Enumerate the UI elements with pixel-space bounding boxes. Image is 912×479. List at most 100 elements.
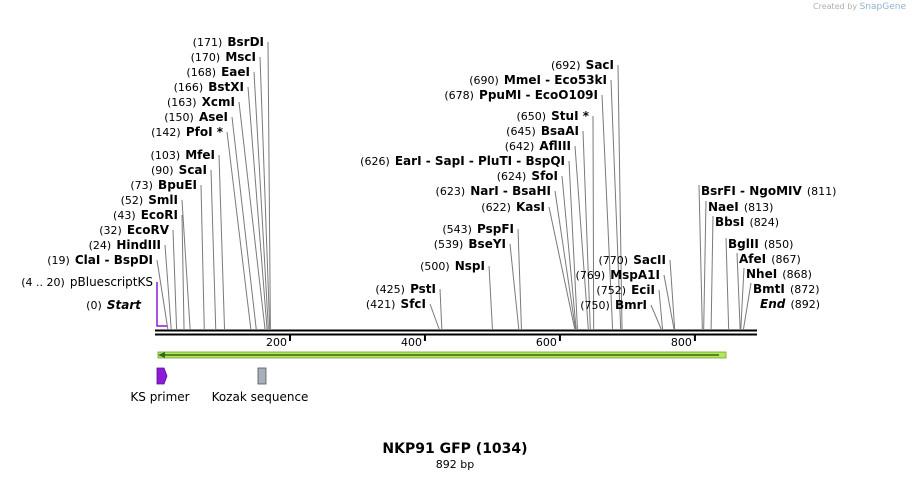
- site-name: BstXI: [208, 80, 244, 94]
- site-label-mfei: (103) MfeI: [151, 144, 215, 163]
- site-connector: [253, 71, 269, 330]
- site-label-naei: NaeI (813): [708, 196, 773, 215]
- site-label-end: End (892): [760, 293, 820, 312]
- site-connector: [226, 131, 252, 330]
- site-name: NaeI: [708, 200, 739, 214]
- credit-line: Created by SnapGene: [813, 2, 906, 12]
- site-position: (678): [444, 89, 474, 102]
- site-name: StuI *: [551, 109, 590, 123]
- site-label-nspi: (500) NspI: [420, 255, 485, 274]
- site-position: (90): [151, 164, 174, 177]
- site-position: (103): [151, 149, 181, 162]
- site-name: End: [760, 297, 786, 311]
- site-connector-layer: [156, 41, 752, 330]
- top-strand: [155, 329, 757, 332]
- site-position: (623): [436, 185, 466, 198]
- site-connector: [181, 199, 191, 330]
- snapgene-logo: SnapGene: [859, 2, 906, 12]
- site-label-afliii: (642) AflIII: [505, 135, 571, 154]
- site-label-afei: AfeI (867): [739, 248, 801, 267]
- site-name: NarI - BsaHI: [470, 184, 551, 198]
- site-connector: [740, 267, 745, 330]
- site-position: (0): [86, 299, 102, 312]
- backbone: [155, 329, 757, 336]
- site-connector: [736, 252, 741, 330]
- site-label-bmti: BmtI (872): [753, 278, 820, 297]
- site-position: (32): [99, 224, 122, 237]
- site-connector: [617, 64, 623, 330]
- site-position: (692): [551, 59, 581, 72]
- site-connector: [548, 206, 576, 330]
- site-position: (171): [193, 36, 223, 49]
- ruler-tick-label: 600: [536, 336, 557, 349]
- site-position: (622): [481, 201, 511, 214]
- site-position: (626): [360, 155, 390, 168]
- site-connector: [164, 244, 172, 330]
- site-label-clai-bspdi: (19) ClaI - BspDI: [47, 249, 153, 268]
- site-position: (24): [89, 239, 112, 252]
- site-connector: [568, 160, 578, 330]
- site-position: (813): [744, 201, 774, 214]
- site-name: BsrDI: [227, 35, 264, 49]
- site-name: AfeI: [739, 252, 766, 266]
- site-label-sfci: (421) SfcI: [366, 293, 426, 312]
- site-label-ppumi-ecoo109i: (678) PpuMI - EcoO109I: [444, 84, 598, 103]
- site-label-bsrdi: (171) BsrDI: [193, 31, 264, 50]
- site-position: (543): [442, 223, 472, 236]
- site-name: SacII: [633, 253, 666, 267]
- ruler-tick-label: 200: [266, 336, 287, 349]
- site-position: (142): [151, 126, 181, 139]
- site-position: (867): [771, 253, 801, 266]
- primer-connector: [156, 282, 167, 327]
- site-connector: [517, 228, 522, 330]
- site-name: pBluescriptKS: [70, 275, 153, 289]
- site-name: AseI: [199, 110, 228, 124]
- site-position: (811): [807, 185, 837, 198]
- site-label-mspa1i: (769) MspA1I: [576, 264, 660, 283]
- site-name: NspI: [455, 259, 485, 273]
- site-label-bpuei: (73) BpuEI: [130, 174, 197, 193]
- kozak-label: Kozak sequence: [212, 390, 309, 404]
- site-connector: [574, 145, 589, 330]
- site-connector: [582, 130, 591, 330]
- site-connector: [554, 190, 576, 330]
- site-position: (769): [576, 269, 606, 282]
- site-name: EcoRI: [141, 208, 178, 222]
- site-label-mmei-eco53ki: (690) MmeI - Eco53kI: [469, 69, 607, 88]
- site-connector: [710, 215, 714, 330]
- site-position: (500): [420, 260, 450, 273]
- site-connector: [592, 115, 595, 330]
- site-connector: [267, 41, 271, 330]
- site-position: (824): [749, 216, 779, 229]
- site-label-sfoi: (624) SfoI: [497, 165, 558, 184]
- site-name: EarI - SapI - PluTI - BspQI: [395, 154, 565, 168]
- site-label-nhei: NheI (868): [746, 263, 812, 282]
- site-name: NheI: [746, 267, 777, 281]
- site-label-nari-bsahi: (623) NarI - BsaHI: [436, 180, 551, 199]
- site-connector: [698, 184, 703, 330]
- site-position: (868): [782, 268, 812, 281]
- site-name: BbsI: [715, 215, 744, 229]
- site-connector: [601, 94, 614, 330]
- kozak-feature: [257, 367, 267, 385]
- site-connector: [743, 282, 752, 330]
- site-label-sacii: (770) SacII: [599, 249, 666, 268]
- site-position: (750): [580, 299, 610, 312]
- site-name: BseYI: [468, 237, 506, 251]
- site-name: HindIII: [116, 238, 161, 252]
- credit-prefix: Created by: [813, 2, 858, 11]
- site-position: (168): [186, 66, 216, 79]
- site-label-hindiii: (24) HindIII: [89, 234, 161, 253]
- site-position: (850): [764, 238, 794, 251]
- site-position: (624): [497, 170, 527, 183]
- site-name: MmeI - Eco53kI: [504, 73, 607, 87]
- site-label-pbluescriptks: (4 .. 20) pBluescriptKS: [21, 271, 153, 290]
- ruler-tick-label: 400: [401, 336, 422, 349]
- site-name: AflIII: [539, 139, 571, 153]
- site-connector: [669, 259, 676, 330]
- site-label-xcmi: (163) XcmI: [167, 91, 235, 110]
- site-labels: (171) BsrDI(170) MscI(168) EaeI(166) Bst…: [21, 31, 837, 312]
- site-connector: [218, 154, 226, 330]
- site-name: BglII: [728, 237, 759, 251]
